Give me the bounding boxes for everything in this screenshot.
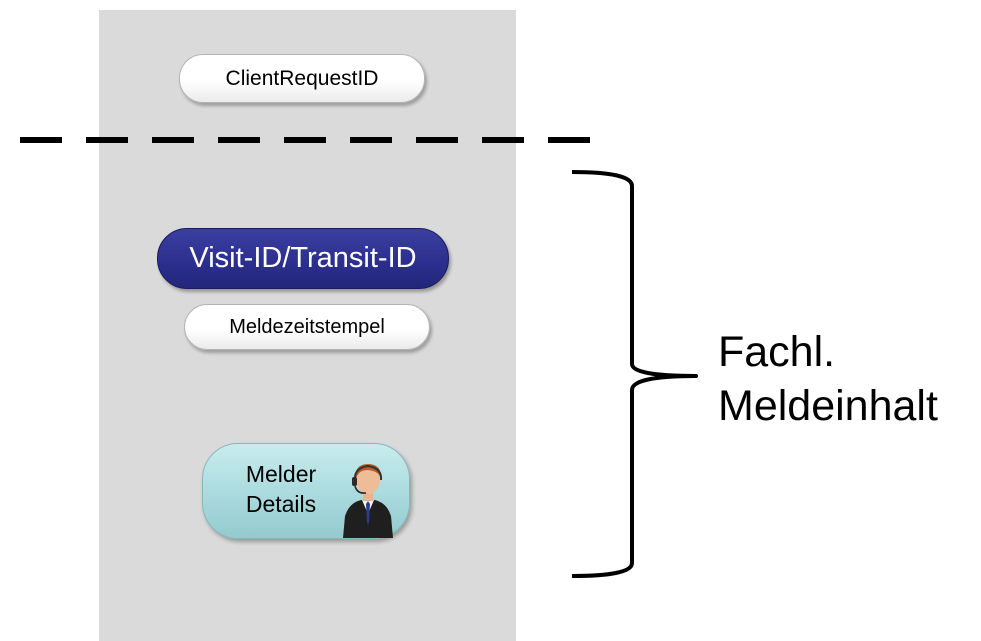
melder-details-text: Melder Details: [231, 459, 331, 519]
curly-brace: [571, 170, 698, 578]
details-label: Details: [245, 491, 317, 517]
client-request-id-label: ClientRequestID: [225, 66, 379, 90]
meldeinhalt-label: Meldeinhalt: [718, 382, 938, 430]
fachl-label: Fachl.: [718, 328, 836, 376]
visit-transit-id-pill: Visit-ID/Transit-ID: [157, 228, 449, 289]
meldezeitstempel-pill: Meldezeitstempel: [184, 304, 430, 350]
melder-label: Melder: [245, 461, 317, 487]
melder-details-pill: Melder Details: [202, 443, 410, 539]
meldezeitstempel-label: Meldezeitstempel: [229, 315, 385, 338]
fachl-meldeinhalt-label: Fachl. Meldeinhalt: [718, 325, 938, 433]
client-request-id-pill: ClientRequestID: [179, 54, 425, 103]
visit-transit-id-label: Visit-ID/Transit-ID: [189, 242, 417, 274]
person-with-headset-icon: [343, 464, 393, 538]
